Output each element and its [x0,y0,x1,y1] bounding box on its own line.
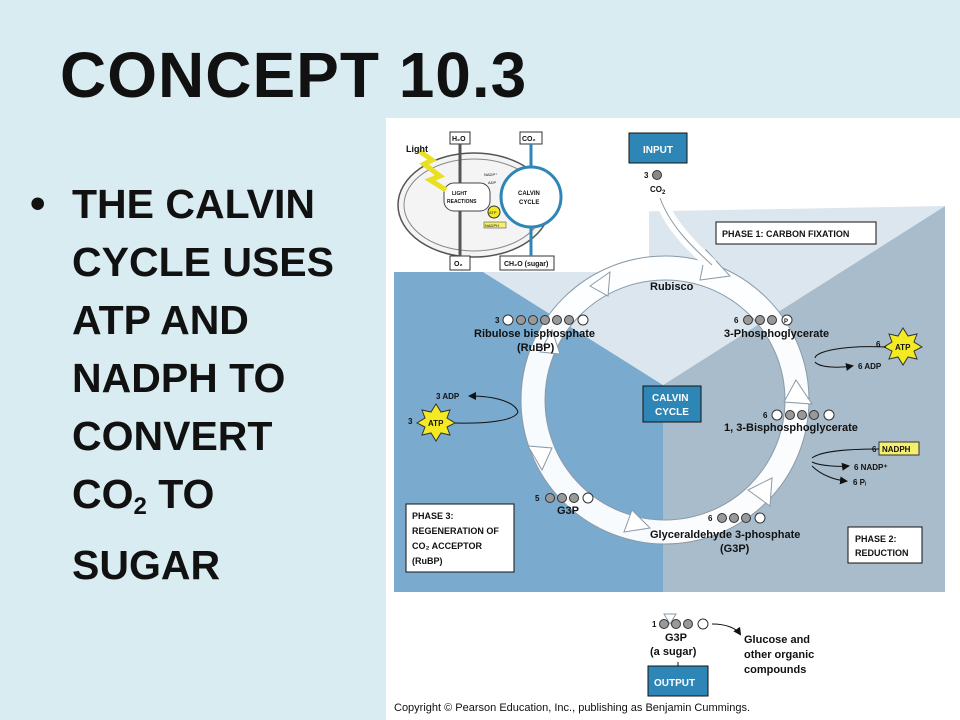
chloroplast-inset: Light H₂O CO₂ O₂ CH₂O (sugar) LIGHT REAC… [397,131,563,271]
calvin-cycle-figure: Light H₂O CO₂ O₂ CH₂O (sugar) LIGHT REAC… [386,118,960,720]
input-label: INPUT [643,145,673,156]
pga-label: 3-Phosphoglycerate [724,328,829,340]
to-text: TO [146,471,215,517]
bullet-line-co2: CO2 TO [72,465,392,536]
co2-molecule-icon [652,170,662,180]
phase2-label-1: PHASE 2: [855,534,897,544]
output-sugar-label: (a sugar) [650,646,697,658]
phase1-label: PHASE 1: CARBON FIXATION [722,229,849,239]
bullet-line: SUGAR [72,542,221,588]
pga-phosphate: P [784,319,788,325]
inset-calvin-1: CALVIN [518,191,540,197]
inset-nadp: NADP⁺ [484,172,497,177]
co2-text: CO [72,471,134,517]
inset-ch2o: CH₂O (sugar) [504,261,548,268]
bpg-count: 6 [763,411,768,420]
g3p-count: 6 [708,514,713,523]
atp3-burst-icon [415,403,457,442]
center-label-1: CALVIN [652,393,688,404]
phase2-label-box [847,526,923,564]
g3p5-label: G3P [557,505,579,517]
bullet-line: NADPH TO [72,355,286,401]
atp-in-count: 6 [876,340,881,349]
pga-molecule-icon [743,314,793,326]
adp-out-label: 6 ADP [858,362,882,371]
inset-h2o: H₂O [452,136,466,143]
calvin-cycle-diagram: Light H₂O CO₂ O₂ CH₂O (sugar) LIGHT REAC… [386,118,960,720]
inset-atp-icon [487,205,501,219]
g3p-full-label: Glyceraldehyde 3-phosphate [650,529,800,541]
nadph-label: NADPH [882,445,911,454]
phase3-label-3: CO₂ ACCEPTOR [412,541,483,551]
inset-calvin-2: CYCLE [519,200,539,206]
bullet-text: THE CALVIN CYCLE USES ATP AND NADPH TO C… [72,175,392,594]
atp-burst-icon [882,327,924,366]
phase3-label-1: PHASE 3: [412,511,454,521]
phase2-label-2: REDUCTION [855,548,909,558]
rubisco-label: Rubisco [650,281,694,293]
slide-title: CONCEPT 10.3 [60,39,528,111]
pga-count: 6 [734,316,739,325]
input-count: 3 [644,171,649,180]
output-count: 1 [652,620,657,629]
g3p5-molecule-icon [545,492,594,504]
bullet-line: CYCLE USES [72,239,334,285]
glucose-label-2: other organic [744,649,814,661]
glucose-label-3: compounds [744,664,806,676]
phase3-label-4: (RuBP) [412,556,443,566]
output-box [647,665,709,697]
phase1-label-box [715,221,877,245]
output-label: OUTPUT [654,678,695,689]
rubp-molecule-icon [502,314,589,326]
phase3-label-box [405,503,515,573]
bullet-dot: • [30,179,46,228]
input-molecule: CO2 [650,185,666,196]
rubp-count: 3 [495,316,500,325]
atp-in-label: ATP [895,343,911,352]
rubp-label-2: (RuBP) [517,342,555,354]
adp3-label: 3 ADP [436,392,460,401]
output-g3p-label: G3P [665,632,687,644]
inset-atp: ATP [489,210,497,215]
atp3-label: ATP [428,419,444,428]
inset-o2: O₂ [454,261,463,268]
inset-co2: CO₂ [522,136,536,143]
rubp-label-1: Ribulose bisphosphate [474,328,595,340]
cycle-arrow-heads [527,248,813,533]
output-g3p-molecule-icon [659,618,709,630]
inset-light: Light [406,144,428,154]
bullet-line: ATP AND [72,297,249,343]
atp3-count: 3 [408,417,413,426]
g3p5-count: 5 [535,494,540,503]
bpg-molecule-icon [771,409,835,421]
g3p-abbr-label: (G3P) [720,543,750,555]
light-bolt-icon [416,147,448,193]
copyright-notice: Copyright © Pearson Education, Inc., pub… [394,702,751,714]
co2-subscript: 2 [133,493,147,520]
bullet-line: CONVERT [72,413,273,459]
calvin-cycle-center-box [642,385,702,423]
phase3-label-2: REGENERATION OF [412,526,499,536]
inset-adp: ADP [488,180,497,185]
bpg-label: 1, 3-Bisphosphoglycerate [724,422,858,434]
input-box [628,132,688,164]
center-label-2: CYCLE [655,407,689,418]
g3p-molecule-icon [717,512,766,524]
inset-light-reactions-1: LIGHT [452,191,467,197]
pi-out-label: 6 Pᵢ [853,478,866,487]
bullet-line: THE CALVIN [72,181,315,227]
glucose-label-1: Glucose and [744,634,810,646]
inset-light-reactions-2: REACTIONS [447,199,477,205]
inset-nadph: NADPH [485,223,499,228]
nadp-out-label: 6 NADP⁺ [854,463,888,472]
